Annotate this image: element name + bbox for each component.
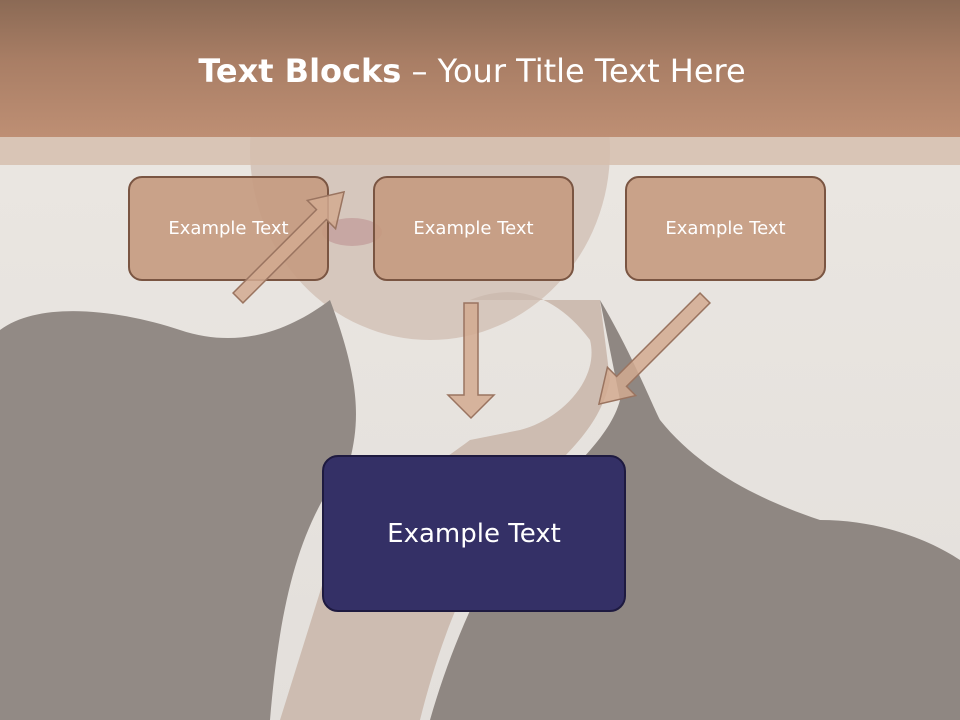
slide-title: Text Blocks – Your Title Text Here [0, 52, 944, 90]
arrow-down-icon [446, 302, 496, 420]
title-strip [0, 137, 960, 165]
clothing-shape-right [430, 300, 960, 720]
text-block-2[interactable]: Example Text [373, 176, 574, 281]
text-block-1[interactable]: Example Text [128, 176, 329, 281]
arrow-down-right-icon [231, 190, 346, 305]
text-block-3-label: Example Text [665, 218, 786, 239]
title-bar [0, 0, 960, 137]
arrow-down-left-icon [597, 291, 712, 406]
main-text-block[interactable]: Example Text [322, 455, 626, 612]
text-block-3[interactable]: Example Text [625, 176, 826, 281]
title-rest-part: Your Title Text Here [437, 52, 746, 90]
title-dash: – [401, 52, 438, 90]
main-text-block-label: Example Text [387, 518, 561, 549]
text-block-2-label: Example Text [413, 218, 534, 239]
title-bold-part: Text Blocks [198, 52, 402, 90]
clothing-shape [0, 300, 356, 720]
text-block-1-label: Example Text [168, 218, 289, 239]
